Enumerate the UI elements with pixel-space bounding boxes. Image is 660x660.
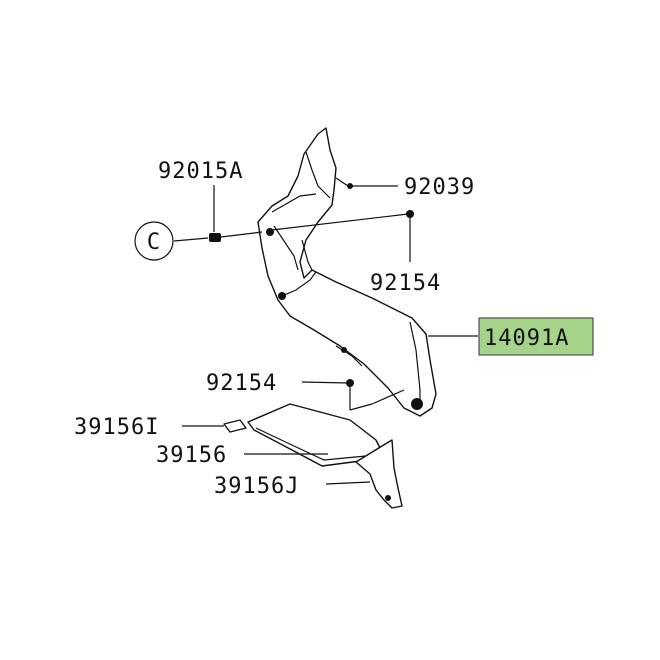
side-cover-part [257, 127, 437, 417]
part-label-92154-upper: 92154 [370, 271, 441, 296]
part-label-39156J: 39156J [214, 474, 299, 499]
part-label-92154-lower: 92154 [206, 371, 277, 396]
reference-marker-label: C [147, 230, 161, 255]
leader-lines [173, 177, 478, 485]
part-label-39156: 39156 [156, 443, 227, 468]
part-label-92015A: 92015A [158, 159, 243, 184]
highlight-box [478, 317, 594, 356]
fastener-92154-lower [346, 379, 354, 387]
fastener-92154-upper [406, 210, 414, 218]
fastener-92039 [347, 183, 353, 189]
pad-part [247, 403, 383, 467]
highlight-callout-14091A: 14091A [478, 317, 594, 356]
reference-marker: C [134, 221, 174, 261]
bracket-part [355, 439, 403, 509]
small-pad-part [223, 419, 247, 433]
part-label-14091A: 14091A [484, 326, 569, 351]
part-label-39156I: 39156I [74, 415, 159, 440]
part-label-92039: 92039 [404, 175, 475, 200]
fastener-92015A [209, 233, 221, 242]
